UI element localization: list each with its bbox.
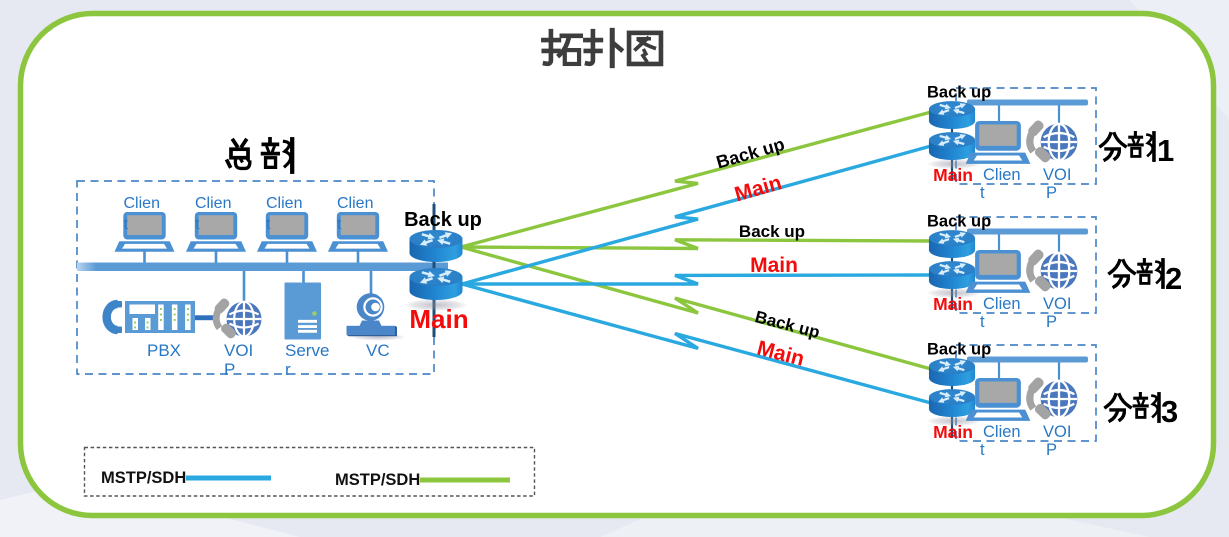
svg-text:Serve: Serve <box>285 341 329 360</box>
svg-text:Main: Main <box>409 304 468 334</box>
svg-text:Main: Main <box>750 254 798 277</box>
svg-text:1: 1 <box>1157 133 1174 168</box>
svg-text:t: t <box>266 216 271 233</box>
svg-text:2: 2 <box>1165 261 1182 296</box>
svg-text:Back up: Back up <box>739 222 805 241</box>
svg-text:P: P <box>224 360 235 379</box>
svg-text:3: 3 <box>1161 394 1178 429</box>
svg-text:r: r <box>285 360 291 379</box>
svg-text:t: t <box>195 216 200 233</box>
svg-text:t: t <box>124 216 129 233</box>
svg-text:Clien: Clien <box>195 195 231 212</box>
svg-text:Clien: Clien <box>337 195 373 212</box>
svg-text:t: t <box>337 216 342 233</box>
svg-text:VC: VC <box>366 341 390 360</box>
svg-text:Clien: Clien <box>266 195 302 212</box>
svg-text:PBX: PBX <box>147 341 181 360</box>
svg-text:Back up: Back up <box>404 209 482 231</box>
svg-text:Clien: Clien <box>124 195 160 212</box>
svg-text:MSTP/SDH: MSTP/SDH <box>335 471 420 489</box>
svg-text:MSTP/SDH: MSTP/SDH <box>101 469 186 487</box>
svg-text:VOI: VOI <box>224 341 253 360</box>
